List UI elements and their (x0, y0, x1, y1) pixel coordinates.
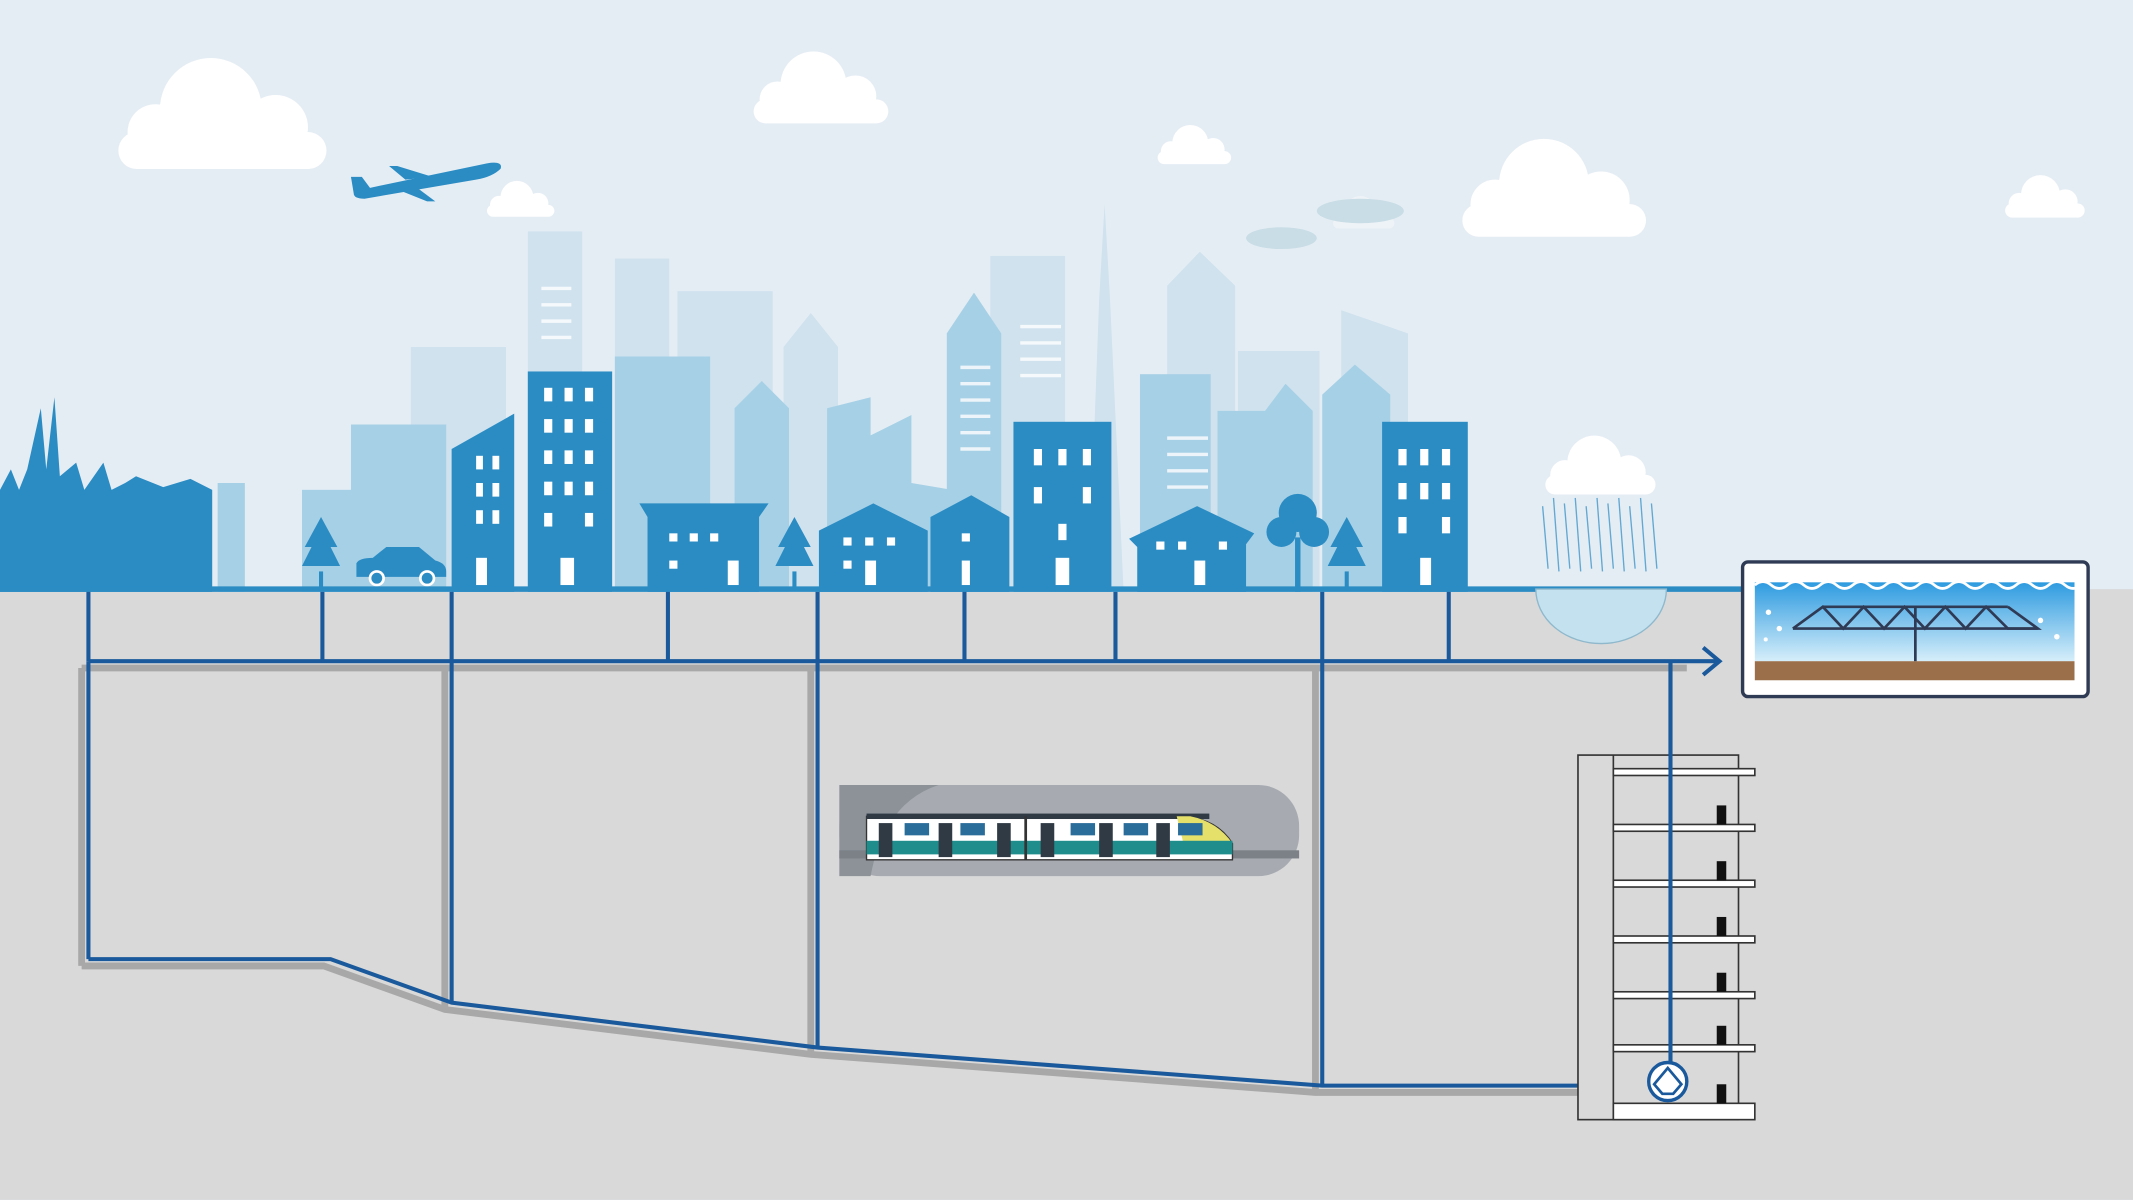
sediment-layer (1754, 661, 2075, 681)
pump-icon (1647, 1060, 1689, 1103)
train-icon (865, 813, 1234, 861)
clouds (118, 51, 2085, 250)
flow-arrow-icon (1701, 646, 1723, 677)
bridge-icon (1792, 604, 2042, 662)
pipe-network-shadow (78, 664, 1687, 1096)
tree-icon (1266, 493, 1330, 592)
car-icon (356, 546, 447, 587)
window-stripes (541, 286, 1208, 489)
near-windows (476, 387, 1451, 586)
pump-shaft (1577, 754, 1756, 1121)
trees (301, 493, 1366, 592)
industrial-skyline (0, 397, 213, 592)
airplane-icon (350, 162, 501, 202)
treatment-tank (1740, 560, 2090, 699)
retention-pond (1535, 588, 1668, 645)
rain-cloud-icon (1541, 435, 1658, 572)
